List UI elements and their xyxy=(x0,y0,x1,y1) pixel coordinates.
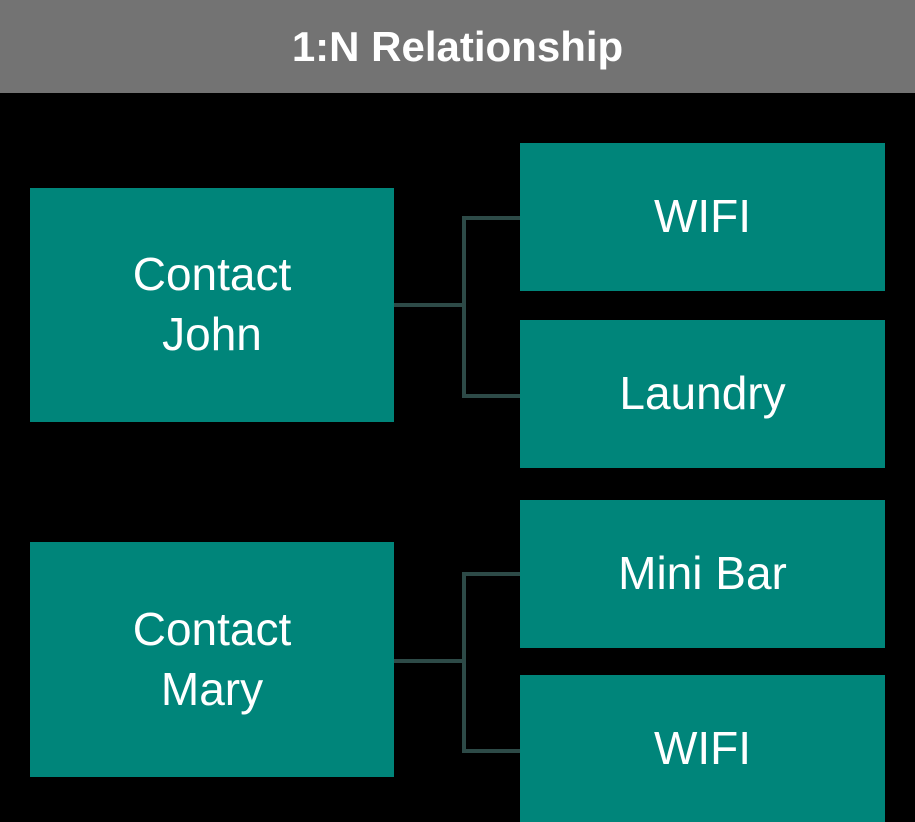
entity-node-mini-bar-mary[interactable]: Mini Bar xyxy=(520,500,885,648)
entity-node-laundry-john[interactable]: Laundry xyxy=(520,320,885,468)
entity-node-contact-john[interactable]: Contact John xyxy=(30,188,394,422)
connector-branch-mary-wifi xyxy=(462,749,522,753)
connector-branch-john-laundry xyxy=(462,394,522,398)
entity-node-wifi-john[interactable]: WIFI xyxy=(520,143,885,291)
entity-node-label: WIFI xyxy=(653,722,752,775)
header-band xyxy=(0,0,915,93)
page-title: 1:N Relationship xyxy=(291,22,624,70)
connector-stem-mary xyxy=(394,659,464,663)
entity-node-label: Contact Mary xyxy=(132,602,292,715)
connector-trunk-mary xyxy=(462,572,466,753)
connector-stem-john xyxy=(394,303,464,307)
connector-branch-mary-minibar xyxy=(462,572,522,576)
entity-node-label: WIFI xyxy=(653,190,752,243)
entity-node-label: Laundry xyxy=(619,367,786,420)
entity-node-label: Mini Bar xyxy=(618,547,787,600)
entity-node-label: Contact John xyxy=(132,248,292,360)
entity-node-wifi-mary[interactable]: WIFI xyxy=(520,675,885,822)
connector-branch-john-wifi xyxy=(462,216,522,220)
entity-node-contact-mary[interactable]: Contact Mary xyxy=(30,542,394,777)
connector-trunk-john xyxy=(462,216,466,398)
